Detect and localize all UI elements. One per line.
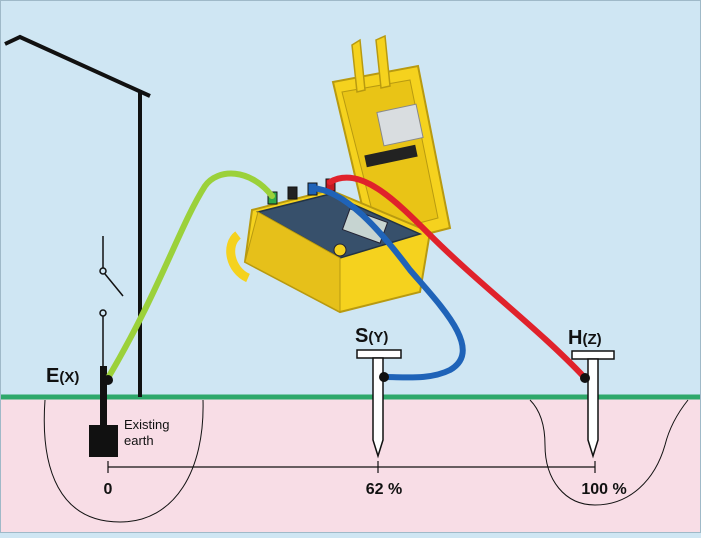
existing-earth-label-line2: earth [124,433,154,448]
earth-conductor [100,366,107,428]
electrode-h [571,350,615,459]
electrode-s [356,349,402,459]
lead-red-h [327,174,588,381]
connector-e [103,375,113,385]
connector-s [379,372,389,382]
connector-h [580,373,590,383]
distance-scale [107,461,596,473]
lead-green-e [105,170,275,381]
existing-earth-label-line1: Existing [124,417,170,432]
scale-label-full: 100 % [581,481,626,498]
scale-label-mid: 62 % [366,481,402,498]
lead-blue-s [309,185,466,381]
label-s: S(Y) [355,325,388,347]
existing-earth-block [89,425,118,457]
house-roof [4,34,151,98]
resistance-area-h [529,399,689,506]
switch-symbol [99,236,124,370]
ground [0,397,701,533]
resistance-area-e [43,399,204,523]
label-h: H(Z) [568,327,602,349]
label-e: E(X) [46,365,79,387]
scale-label-zero: 0 [104,481,113,498]
earth-tester-icon [226,34,452,314]
